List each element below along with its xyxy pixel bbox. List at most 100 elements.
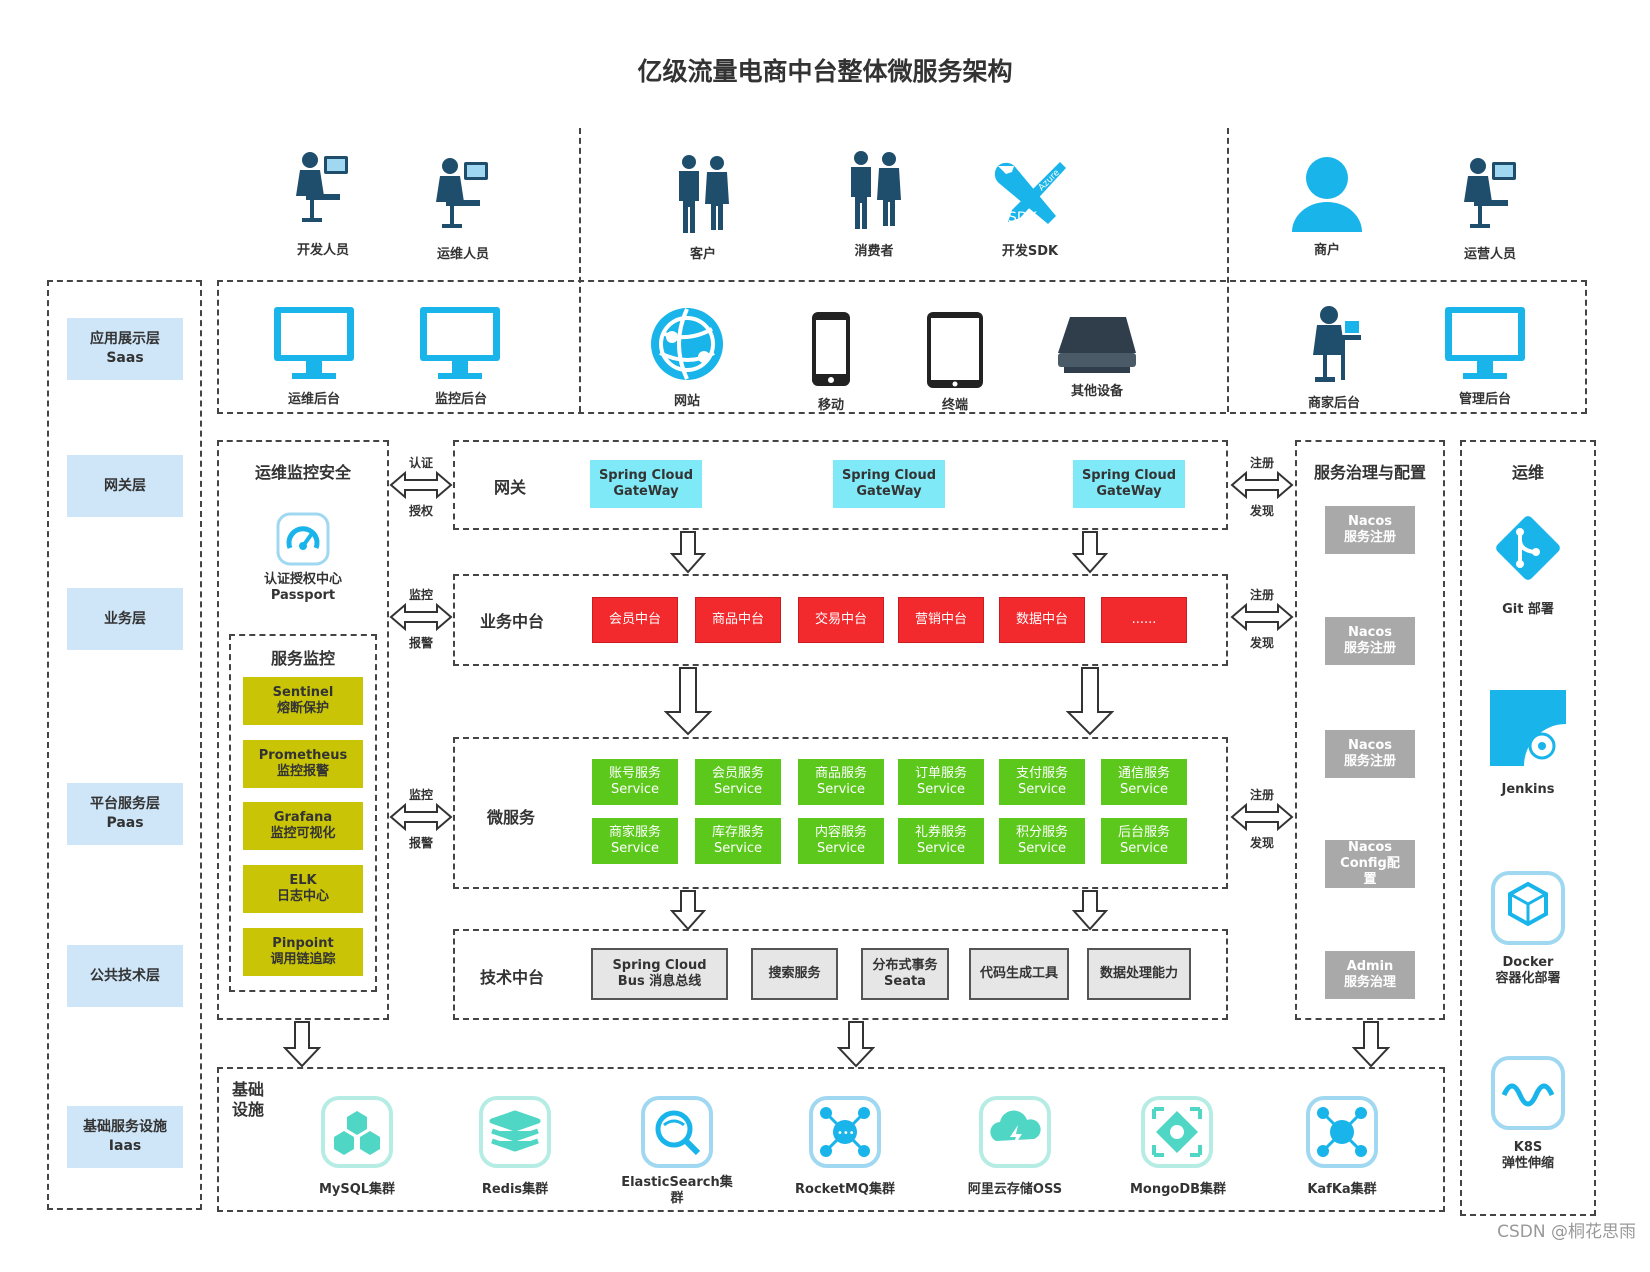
down-arrow [837, 1021, 875, 1068]
right-arrow-2-top: 注册 [1250, 588, 1275, 602]
tech-search[interactable]: 搜索服务 [751, 948, 838, 1000]
user-label-consumer: 消费者 [854, 244, 894, 259]
down-arrow [670, 531, 706, 574]
infra-box [217, 1067, 1445, 1212]
left-arrow-2-bottom: 报警 [409, 636, 434, 650]
kafka-icon [1306, 1096, 1378, 1168]
redis-icon [479, 1096, 551, 1168]
infra-label-mongodb: MongoDB集群 [1129, 1182, 1227, 1197]
infra-title: 基础设施 [232, 1080, 265, 1119]
svg-text:•••: ••• [837, 1128, 855, 1139]
layer-common-tech: 公共技术层 [67, 945, 183, 1007]
app-label-mobile: 移动 [817, 398, 844, 413]
security-box [217, 440, 389, 1020]
tablet-icon [927, 312, 983, 388]
business-member[interactable]: 会员中台 [592, 597, 678, 643]
right-arrow-3-top: 注册 [1250, 788, 1275, 802]
security-title: 运维监控安全 [254, 463, 351, 482]
down-arrow [1066, 667, 1114, 736]
business-label: 业务中台 [480, 612, 545, 631]
gateway-box [453, 440, 1228, 530]
down-arrow [1352, 1021, 1390, 1068]
ops-label-git: Git 部署 [1502, 602, 1554, 617]
service-monitor-title: 服务监控 [270, 649, 335, 668]
down-arrow [283, 1021, 321, 1068]
watermark: CSDN @桐花思雨 [1497, 1222, 1636, 1242]
app-label-ops-admin: 运维后台 [287, 392, 340, 407]
app-label-merchant-admin: 商家后台 [1307, 396, 1360, 411]
user-label-operator: 运维人员 [436, 247, 489, 262]
operator-icon [436, 158, 488, 228]
tech-label: 技术中台 [480, 968, 545, 987]
operations-staff-icon [1464, 158, 1516, 228]
user-label-merchant: 商户 [1313, 243, 1340, 258]
business-more[interactable]: ...... [1101, 597, 1187, 643]
business-trade[interactable]: 交易中台 [798, 597, 884, 643]
docker-icon [1491, 871, 1565, 945]
left-arrow-1-top: 认证 [409, 456, 434, 470]
git-icon [1496, 516, 1560, 580]
ops-label-jenkins: Jenkins [1501, 782, 1555, 797]
micro-box [453, 737, 1228, 889]
globe-icon [651, 308, 723, 380]
double-arrow-left-2 [389, 602, 453, 632]
right-arrow-1-bottom: 发现 [1250, 504, 1275, 518]
business-product[interactable]: 商品中台 [695, 597, 781, 643]
monitor-icon [420, 307, 500, 379]
ops-box [1460, 440, 1596, 1216]
user-label-developer: 开发人员 [296, 243, 349, 258]
tech-codegen[interactable]: 代码生成工具 [969, 948, 1069, 1000]
sdk-tools-icon: SDK Azure [994, 162, 1066, 226]
business-data[interactable]: 数据中台 [999, 597, 1085, 643]
business-marketing[interactable]: 营销中台 [898, 597, 984, 643]
app-label-management-admin: 管理后台 [1458, 392, 1511, 407]
right-arrow-2-bottom: 发现 [1250, 636, 1275, 650]
user-label-sdk: 开发SDK [1001, 244, 1059, 259]
oss-icon [979, 1096, 1051, 1168]
passport-icon [276, 512, 330, 566]
down-arrow [664, 667, 712, 736]
infra-label-mysql: MySQL集群 [318, 1182, 396, 1197]
double-arrow-left-3 [389, 802, 453, 832]
infra-label-elasticsearch: ElasticSearch集群 [621, 1175, 733, 1206]
smartphone-icon [812, 312, 850, 386]
tech-box [453, 929, 1228, 1020]
tech-data-processing[interactable]: 数据处理能力 [1087, 948, 1191, 1000]
double-arrow-left-1 [389, 470, 453, 500]
user-label-operations: 运营人员 [1463, 247, 1516, 262]
app-label-other-devices: 其他设备 [1070, 384, 1123, 399]
consumer-icon [851, 151, 901, 229]
merchant-icon [1292, 157, 1362, 232]
down-arrow [1072, 890, 1108, 931]
